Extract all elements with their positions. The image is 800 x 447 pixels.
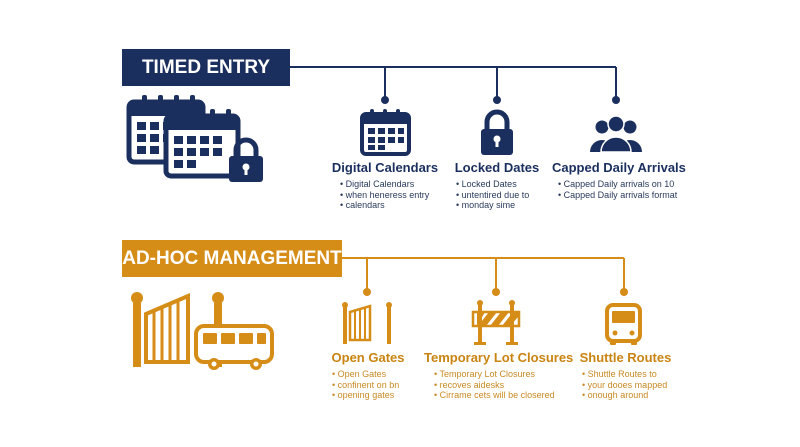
- bullet: Open Gates: [332, 369, 408, 380]
- bullet: Shuttle Routes to: [582, 369, 673, 380]
- bullet: Digital Calendars: [340, 179, 440, 190]
- calendar-icon: [360, 109, 411, 156]
- padlock-icon: [481, 109, 513, 155]
- bullet: opening gates: [332, 390, 408, 401]
- timed-entry-banner: TIMED ENTRY: [122, 49, 290, 86]
- padlock-icon: [229, 137, 263, 182]
- bullet: recoves aidesks: [434, 380, 569, 391]
- adhoc-connectors: [342, 257, 625, 291]
- adhoc-connector-dots: [363, 288, 628, 296]
- bullet: confinent on bn: [332, 380, 408, 391]
- open-gates-node: Open Gates Open Gates confinent on bn op…: [328, 350, 408, 401]
- bullet: onough around: [582, 390, 673, 401]
- timed-entry-connector-dots: [381, 96, 620, 104]
- node-title: Shuttle Routes: [579, 350, 672, 365]
- node-title: Capped Daily Arrivals: [552, 160, 686, 175]
- node-title: Open Gates: [331, 350, 405, 365]
- bullet: Capped Daily arrivals on 10: [558, 179, 682, 190]
- bullet: your dooes mapped: [582, 380, 673, 391]
- bullet: untentired due to: [456, 190, 542, 201]
- bus-icon: [605, 303, 642, 345]
- locked-dates-node: Locked Dates Locked Dates untentired due…: [452, 160, 542, 211]
- gate-icon: [342, 302, 392, 344]
- node-bullets: Temporary Lot Closures recoves aidesks C…: [434, 369, 569, 401]
- barrier-icon: [471, 300, 521, 345]
- node-bullets: Locked Dates untentired due to monday si…: [456, 179, 542, 211]
- bullet: calendars: [340, 200, 440, 211]
- timed-entry-connectors: [290, 66, 617, 99]
- node-title: Temporary Lot Closures: [424, 350, 574, 365]
- node-bullets: Capped Daily arrivals on 10 Capped Daily…: [558, 179, 682, 200]
- digital-calendars-node: Digital Calendars Digital Calendars when…: [330, 160, 440, 211]
- bullet: Cirrame cets will be closered: [434, 390, 569, 401]
- bullet: monday sime: [456, 200, 542, 211]
- node-title: Digital Calendars: [331, 160, 439, 175]
- bus-icon: [194, 324, 274, 370]
- temporary-lot-closures-node: Temporary Lot Closures Temporary Lot Clo…: [424, 350, 574, 401]
- node-bullets: Open Gates confinent on bn opening gates: [332, 369, 408, 401]
- bullet: when heneress entry: [340, 190, 440, 201]
- capped-daily-arrivals-node: Capped Daily Arrivals Capped Daily arriv…: [552, 160, 686, 200]
- bullet: Locked Dates: [456, 179, 542, 190]
- shuttle-routes-node: Shuttle Routes Shuttle Routes to your do…: [578, 350, 673, 401]
- timed-entry-title: TIMED ENTRY: [141, 56, 271, 78]
- adhoc-management-banner: AD-HOC MANAGEMENT: [122, 240, 342, 277]
- bullet: Temporary Lot Closures: [434, 369, 569, 380]
- calendar-icon: [163, 109, 241, 179]
- people-icon: [590, 115, 642, 153]
- bullet: Capped Daily arrivals format: [558, 190, 682, 201]
- node-bullets: Shuttle Routes to your dooes mapped onou…: [582, 369, 673, 401]
- adhoc-management-title: AD-HOC MANAGEMENT: [122, 247, 342, 269]
- node-title: Locked Dates: [454, 160, 540, 175]
- node-bullets: Digital Calendars when heneress entry ca…: [340, 179, 440, 211]
